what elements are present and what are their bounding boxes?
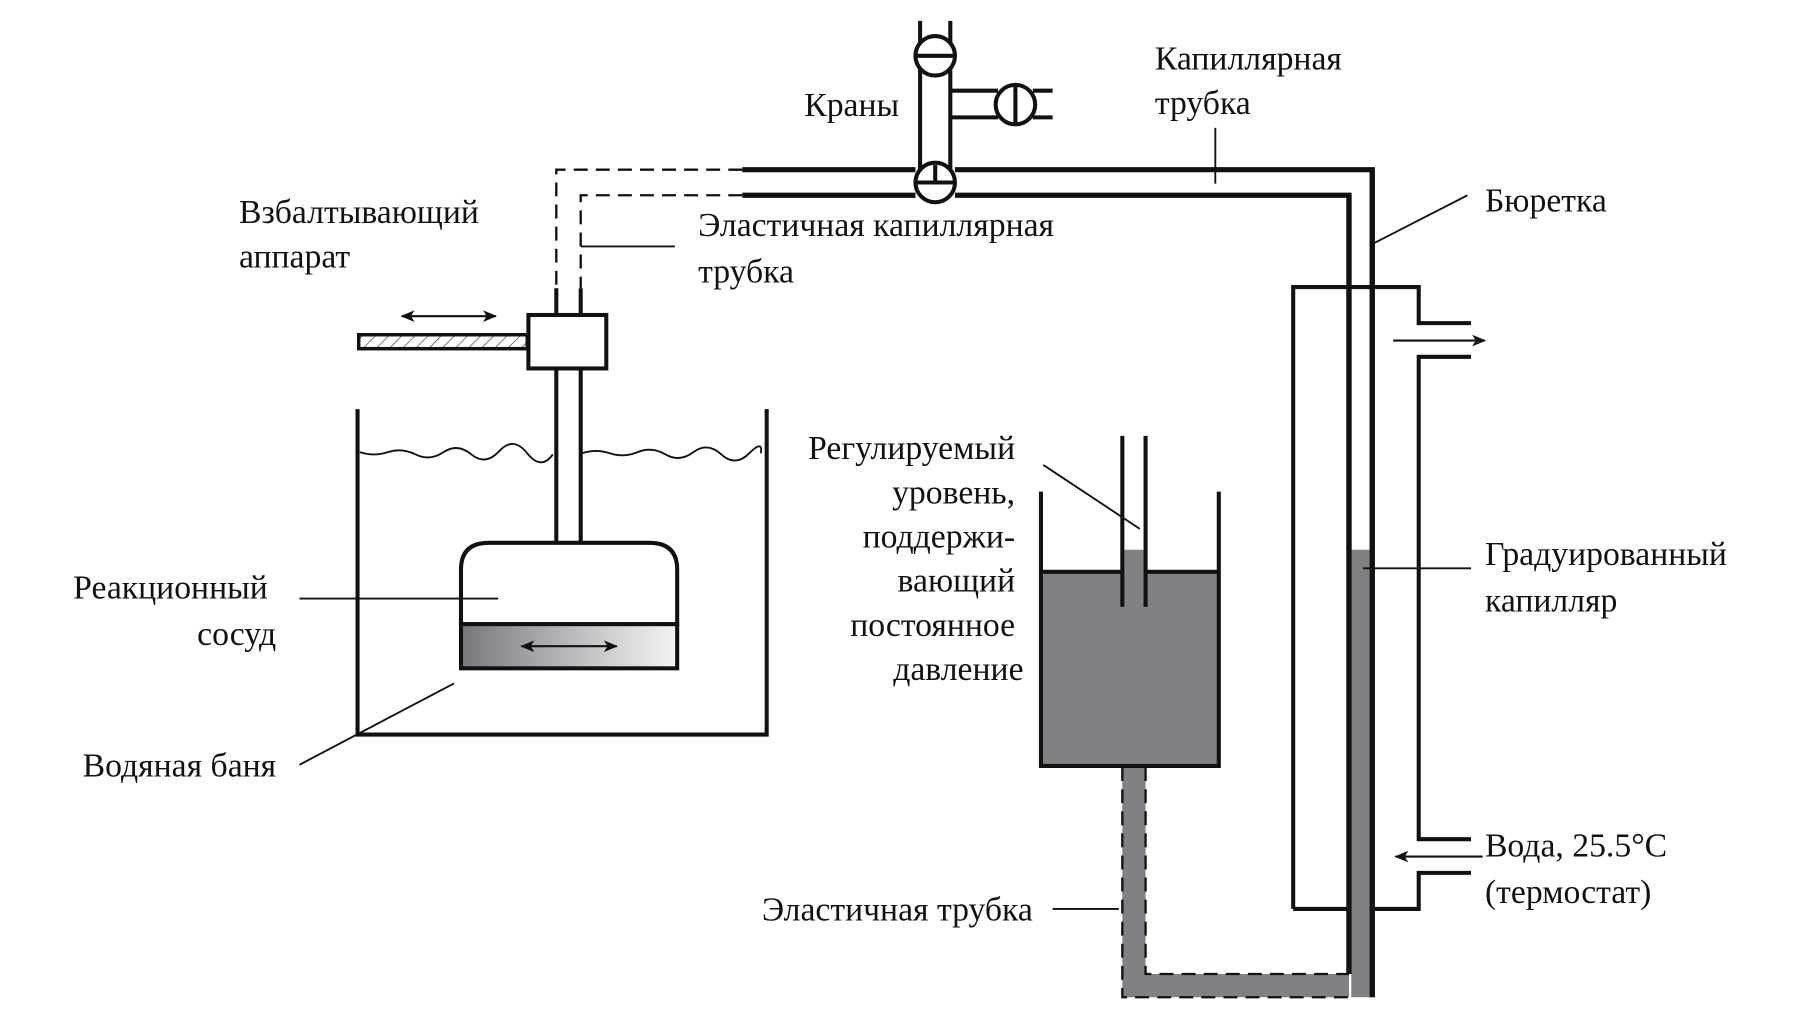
valve-top-icon[interactable]	[913, 33, 957, 78]
water-bath	[355, 409, 769, 737]
leveling-reservoir	[1038, 435, 1221, 768]
label-water-thermostat: Вода, 25.5°C (термостат)	[1485, 828, 1676, 911]
shaker-apparatus	[356, 288, 609, 543]
label-graduated-capillary: Градуированный капилляр	[1485, 536, 1735, 619]
label-adjustable-level: Регулируемый уровень, поддержи- вающий п…	[808, 430, 1023, 688]
label-elastic-capillary-tube: Эластичная капиллярная трубка	[698, 207, 1062, 290]
capillary-liquid	[1351, 549, 1370, 998]
label-shaker: Взбалтывающий аппарат	[239, 194, 487, 275]
reaction-vessel	[458, 540, 680, 671]
elastic-capillary-tube	[555, 168, 743, 289]
valve-main-icon[interactable]	[913, 160, 957, 205]
elastic-tube	[1121, 767, 1349, 999]
label-elastic-tube: Эластичная трубка	[762, 892, 1033, 929]
label-water-bath: Водяная баня	[83, 747, 277, 784]
label-reaction-vessel: Реакционный сосуд	[73, 570, 276, 653]
label-valves: Краны	[804, 87, 899, 124]
label-capillary-tube: Капиллярная трубка	[1155, 41, 1350, 122]
valve-side-icon[interactable]	[993, 82, 1038, 127]
leader-lines	[299, 127, 1472, 910]
label-burette: Бюретка	[1485, 183, 1607, 220]
valve-assembly	[913, 20, 1053, 205]
thermostat-jacket	[1291, 285, 1487, 911]
